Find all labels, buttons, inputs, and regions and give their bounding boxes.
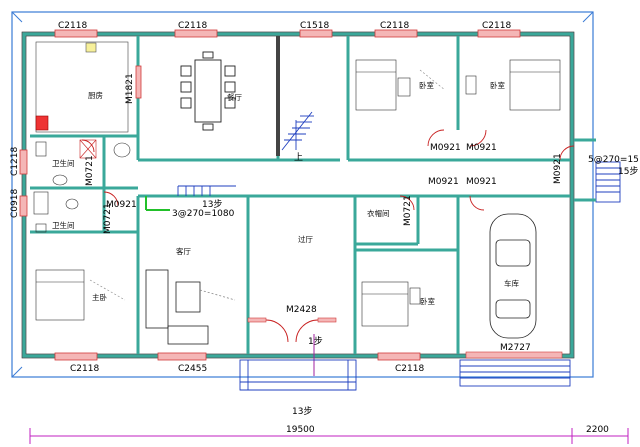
window-label-left-1: C1218 — [10, 147, 20, 176]
door-label-bath-lower-2: M0921 — [106, 200, 137, 210]
door-label-main-entry: M2428 — [286, 305, 317, 315]
window-label-bottom-3: C2118 — [395, 364, 424, 374]
window-label-top-5: C2118 — [482, 21, 511, 31]
room-label-garage: 车库 — [504, 278, 519, 288]
door-label-ne-bed-2: M0921 — [466, 143, 497, 153]
master-bed — [35, 269, 126, 321]
door-label-cloak-side: M0721 — [403, 195, 413, 226]
bedroom-ne2-furniture — [465, 59, 561, 111]
porch-steps — [239, 359, 357, 391]
door-label-east-side: M0921 — [553, 153, 563, 184]
east-stair-count: 15步 — [618, 166, 638, 177]
inner-staircase — [281, 111, 314, 151]
door-swings — [81, 129, 575, 343]
room-label-kitchen: 厨房 — [88, 90, 103, 100]
room-label-living: 客厅 — [176, 246, 191, 256]
bedroom-se-furniture — [361, 281, 421, 327]
interior-walls — [30, 36, 570, 354]
door-label-ne-bed-1: M0921 — [430, 143, 461, 153]
dining-table — [180, 51, 236, 131]
inner-steps-count: 13步 — [202, 199, 222, 210]
exterior-walls — [22, 32, 574, 358]
room-label-bedroom-se: 卧室 — [420, 296, 435, 306]
living-steps — [177, 185, 236, 196]
window-label-bottom-1: C2118 — [70, 364, 99, 374]
room-label-bath-upper: 卫生间 — [52, 158, 75, 168]
door-label-cloak-2: M0921 — [466, 177, 497, 187]
door-label-bath-upper: M0721 — [85, 155, 95, 186]
inner-steps-spec: 3@270=1080 — [172, 209, 235, 219]
room-label-bedroom-ne2: 卧室 — [490, 80, 505, 90]
room-label-bedroom-ne1: 卧室 — [419, 80, 434, 90]
room-label-master: 主卧 — [92, 292, 107, 302]
garage-steps — [459, 359, 571, 387]
bedroom-ne1-furniture — [355, 59, 446, 111]
room-label-dining: 餐厅 — [227, 93, 242, 102]
dimension-line — [29, 428, 629, 444]
door-label-garage: M2727 — [500, 343, 531, 353]
room-label-cloakroom: 衣帽间 — [367, 208, 390, 218]
dimension-total: 19500 — [286, 425, 315, 435]
door-label-cloak-1: M0921 — [428, 177, 459, 187]
east-stair — [595, 161, 621, 203]
window-label-top-4: C2118 — [380, 21, 409, 31]
window-label-left-2: C0918 — [10, 189, 20, 218]
room-label-bath-lower: 卫生间 — [52, 220, 75, 230]
living-sofa — [145, 269, 236, 345]
window-label-bottom-2: C2455 — [178, 364, 207, 374]
entry-step-label: 1步 — [308, 336, 323, 347]
window-label-top-2: C2118 — [178, 21, 207, 31]
window-label-top-3: C1518 — [300, 21, 329, 31]
stair-up-label: 上 — [294, 152, 303, 163]
porch-steps-count: 13步 — [292, 406, 312, 417]
outer-border — [11, 11, 594, 378]
bathroom-fixtures — [33, 139, 131, 233]
garage-car — [489, 213, 537, 339]
door-label-bath-lower: M0721 — [103, 203, 113, 234]
window-marks — [19, 29, 521, 361]
room-label-hallway: 过厅 — [298, 234, 313, 244]
door-label-kitchen: M1821 — [125, 73, 135, 104]
kitchen-fixtures — [35, 41, 129, 133]
window-label-top-1: C2118 — [58, 21, 87, 31]
east-stair-spec: 5@270=15 — [588, 155, 639, 165]
dimension-side: 2200 — [586, 425, 609, 435]
